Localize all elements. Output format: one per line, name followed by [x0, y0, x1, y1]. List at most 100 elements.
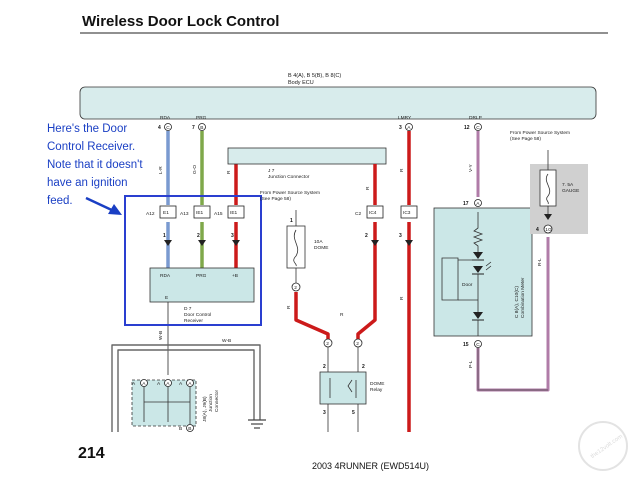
svg-text:2: 2: [365, 233, 368, 239]
power-source-right-1: From Power Source System: [510, 130, 570, 136]
wire-label-pl: P-L: [468, 360, 474, 368]
wire-label-relay-in: R: [340, 312, 344, 318]
wire-label-lmry-lower: R: [399, 296, 405, 300]
svg-text:C: C: [166, 125, 170, 131]
svg-text:B: B: [179, 426, 182, 432]
receiver-term-rda: RDA: [160, 273, 171, 279]
body-ecu-label: Body ECU: [288, 80, 314, 86]
receiver-term-prg: PRG: [196, 273, 207, 279]
door-control-receiver-box: [149, 267, 255, 303]
ecu-terminal-lmry: LMRY: [398, 115, 412, 121]
ecu-terminal-prg: PRG: [196, 115, 207, 121]
receiver-highlight-box: [124, 195, 262, 326]
power-source-right-2: (See Page 58): [510, 136, 541, 142]
meter-pin-bottom: 15 C: [463, 340, 482, 348]
wire-label-gnd2: W-B: [222, 338, 231, 344]
svg-text:A15: A15: [214, 211, 223, 217]
dome-fuse-label: DOME: [314, 245, 328, 251]
ecu-pin-drlp: 12 C: [464, 123, 482, 131]
j7-code: J 7: [268, 168, 275, 174]
svg-text:3: 3: [399, 125, 402, 131]
annotation-line-5: feed.: [47, 195, 73, 207]
ecu-terminal-rda: RDA: [160, 115, 171, 121]
wire-label-drlp: V-Y: [468, 163, 474, 172]
receiver-pins: 1 2 3 2 3: [163, 233, 413, 246]
gnd-bus-outer: [111, 344, 261, 432]
svg-text:4: 4: [158, 125, 161, 131]
svg-text:A13: A13: [180, 211, 189, 217]
jb-connector-label-1: Junction: [208, 394, 214, 412]
ecu-pin-lmry: 3 A: [399, 123, 413, 131]
annotation-line-2: Control Receiver.: [47, 141, 135, 153]
svg-text:1: 1: [163, 233, 166, 239]
ecu-terminal-drlp: DRLP: [469, 115, 482, 121]
dome-fuse-symbol: [293, 229, 299, 267]
combination-meter-box: [433, 207, 533, 337]
svg-text:A12: A12: [146, 211, 155, 217]
meter-diode-2: [473, 312, 483, 319]
receiver-term-b: +B: [232, 273, 238, 279]
receiver-label-1: Door Control: [184, 312, 211, 318]
svg-text:2: 2: [356, 341, 359, 347]
svg-text:1G: 1G: [545, 227, 552, 233]
annotation-line-1: Here's the Door: [47, 123, 127, 135]
body-ecu-connectors: B 4(A), B 5(B), B 8(C): [288, 73, 341, 79]
dome-fuse: [286, 225, 306, 269]
wire-label-lmry: R: [399, 168, 405, 172]
ecu-pin-prg: 7 B: [192, 123, 206, 131]
gauge-fuse-label: GAUGE: [562, 188, 579, 194]
jb-pin-bottom: B B: [179, 424, 194, 432]
watermark-logo: the12volt.com: [578, 421, 628, 471]
gauge-fuse: [539, 169, 557, 207]
meter-connectors: C 8(A), C10(C): [514, 286, 520, 318]
junction-connector-j7: [227, 147, 387, 165]
meter-resistor: [472, 212, 484, 252]
relay-pin-right: 2: [353, 338, 363, 348]
power-source-left-2: (See Page 58): [260, 196, 291, 202]
receiver-label-2: Receiver: [184, 318, 203, 324]
svg-text:IC4: IC4: [369, 210, 377, 216]
footer-text: 2003 4RUNNER (EWD514U): [312, 461, 429, 471]
relay-pin-label-right: 2: [362, 364, 365, 370]
svg-text:12: 12: [464, 125, 470, 131]
meter-wire-outline: [477, 348, 548, 391]
svg-text:B: B: [200, 125, 203, 131]
c2-to-relay-wire: [356, 222, 377, 340]
svg-text:A: A: [188, 381, 192, 387]
svg-text:the12volt.com: the12volt.com: [590, 434, 624, 460]
svg-text:C: C: [476, 125, 480, 131]
gauge-fuse-rating: 7. 5A: [562, 182, 574, 188]
dome-fuse-rating: 10A: [314, 239, 323, 245]
meter-door-label: Door: [462, 282, 473, 288]
svg-text:C2: C2: [355, 211, 361, 217]
wire-label-gnd: W-B: [158, 331, 164, 340]
dome-fuse-wire: [294, 292, 330, 340]
ecu-pin-rda: 4 C: [158, 123, 172, 131]
wire-label-c2: R: [365, 186, 371, 190]
power-source-left-1: From Power Source System: [260, 190, 320, 196]
svg-text:A: A: [476, 201, 480, 207]
c3-connector: IC3: [400, 205, 418, 219]
wire-label-plus-b: R: [226, 170, 232, 174]
wire-label-fuse: R: [286, 305, 292, 309]
svg-text:A: A: [142, 381, 146, 387]
svg-text:IC3: IC3: [403, 210, 411, 216]
svg-text:A: A: [407, 125, 411, 131]
meter-diode: [473, 252, 483, 259]
diagram-title: Wireless Door Lock Control: [82, 13, 279, 30]
relay-pin-3: 3: [323, 410, 326, 416]
gnd-bus-inner: [117, 349, 255, 432]
svg-text:15: 15: [463, 342, 469, 348]
svg-text:3: 3: [399, 233, 402, 239]
svg-text:7: 7: [192, 125, 195, 131]
svg-text:4: 4: [536, 227, 539, 233]
svg-text:A: A: [179, 381, 183, 387]
fuse-pin-2: 2: [291, 282, 301, 292]
jb-pins-top: A A A A A A: [132, 379, 194, 387]
svg-text:E1: E1: [163, 210, 169, 216]
relay-pin-left: 2: [323, 338, 333, 348]
svg-text:A: A: [132, 381, 136, 387]
body-ecu-box: [79, 86, 597, 120]
page-number: 214: [78, 445, 105, 462]
svg-text:2: 2: [326, 341, 329, 347]
